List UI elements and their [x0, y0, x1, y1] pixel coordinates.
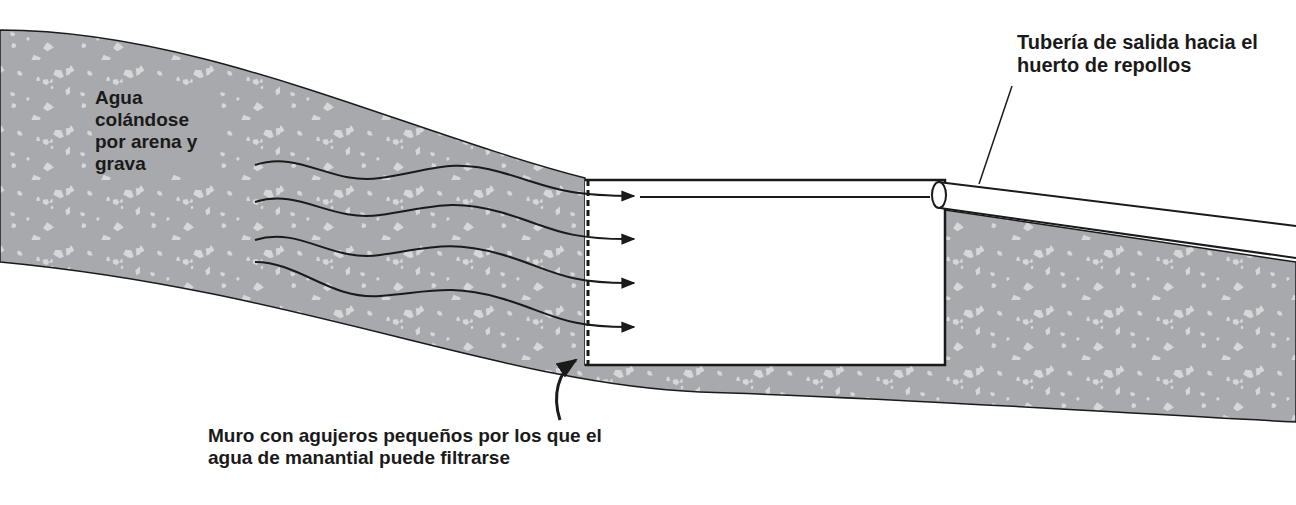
pipe-opening — [932, 182, 946, 208]
leader-line — [979, 86, 1012, 184]
gravel-ground — [0, 30, 1296, 422]
wall-label: Muro con agujeros pequeños por los que e… — [205, 424, 611, 470]
flow-arrow — [255, 262, 634, 327]
water-label: Agua colándose por arena y grava — [92, 86, 216, 175]
water-flow — [255, 161, 634, 327]
spring-box-interior — [585, 180, 945, 365]
flow-arrow — [255, 199, 634, 239]
flow-arrow — [255, 161, 634, 196]
pipe-label: Tubería de salida hacia el huerto de rep… — [1014, 30, 1290, 78]
outlet-pipe — [940, 208, 1296, 258]
outlet-pipe — [938, 182, 1296, 226]
outlet-pipe-body — [938, 182, 1296, 258]
flow-arrow — [255, 237, 634, 283]
perforated-wall — [587, 180, 590, 365]
leader-arrow — [557, 360, 576, 420]
spring-box-wall — [585, 180, 945, 365]
water-level — [640, 196, 930, 198]
